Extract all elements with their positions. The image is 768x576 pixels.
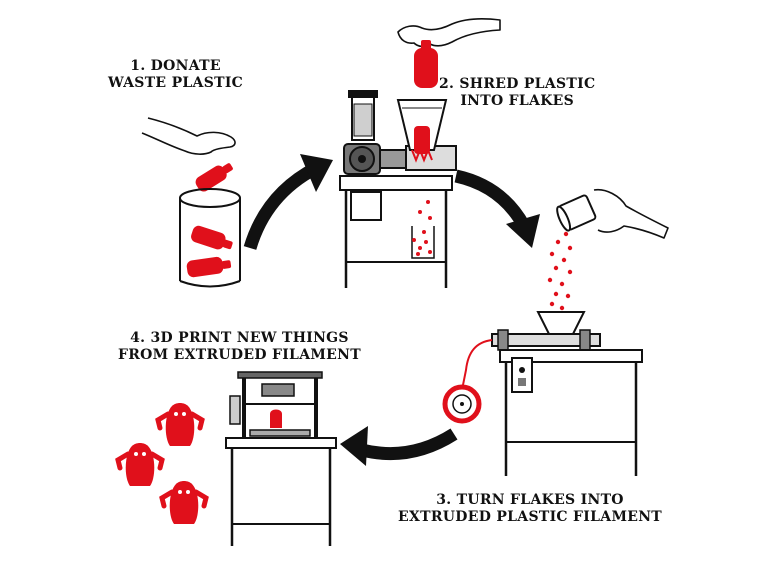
falling-bottle-illustration [195, 163, 233, 192]
arrow-3-to-4 [340, 426, 458, 466]
step-1-subtitle: WASTE PLASTIC [108, 75, 244, 91]
step-4-label: 4. 3D PRINT NEW THINGS FROM EXTRUDED FIL… [118, 330, 361, 364]
hand-holding-bottle-illustration [397, 18, 501, 48]
filament-spool-illustration [442, 384, 482, 424]
arrow-2-to-3 [454, 169, 540, 248]
step1-illustration [141, 117, 241, 288]
printed-creature-illustration [159, 481, 209, 524]
step-1-title: 1. DONATE [130, 58, 221, 74]
arrow-1-to-2 [243, 154, 333, 250]
printed-creature-illustration [115, 443, 165, 486]
step-2-label: 2. SHRED PLASTIC INTO FLAKES [439, 76, 595, 110]
falling-flakes-illustration [547, 231, 573, 311]
step2-illustration [339, 18, 501, 288]
shredder-table-illustration [339, 175, 453, 288]
step-3-title: 3. TURN FLAKES INTO [436, 492, 624, 508]
step-3-subtitle: EXTRUDED PLASTIC FILAMENT [398, 509, 663, 525]
held-bottle-illustration [414, 48, 438, 88]
step-1-label: 1. DONATE WASTE PLASTIC [108, 58, 243, 92]
step-2-subtitle: INTO FLAKES [460, 93, 575, 109]
donating-hand-illustration [141, 117, 236, 155]
step4-illustration [115, 371, 337, 546]
step-2-title: 2. SHRED PLASTIC [439, 76, 596, 92]
printed-creature-illustration [155, 403, 205, 446]
collection-bin-illustration [179, 188, 241, 288]
3d-printer-illustration [225, 371, 337, 546]
step-3-label: 3. TURN FLAKES INTO EXTRUDED PLASTIC FIL… [398, 492, 662, 526]
step3-illustration [442, 188, 669, 476]
flake-cup-illustration [556, 194, 597, 232]
extruder-table-illustration [499, 349, 643, 476]
step-4-subtitle: FROM EXTRUDED FILAMENT [118, 347, 361, 363]
hand-pouring-flakes-illustration [593, 188, 669, 239]
step-4-title: 4. 3D PRINT NEW THINGS [130, 330, 349, 346]
